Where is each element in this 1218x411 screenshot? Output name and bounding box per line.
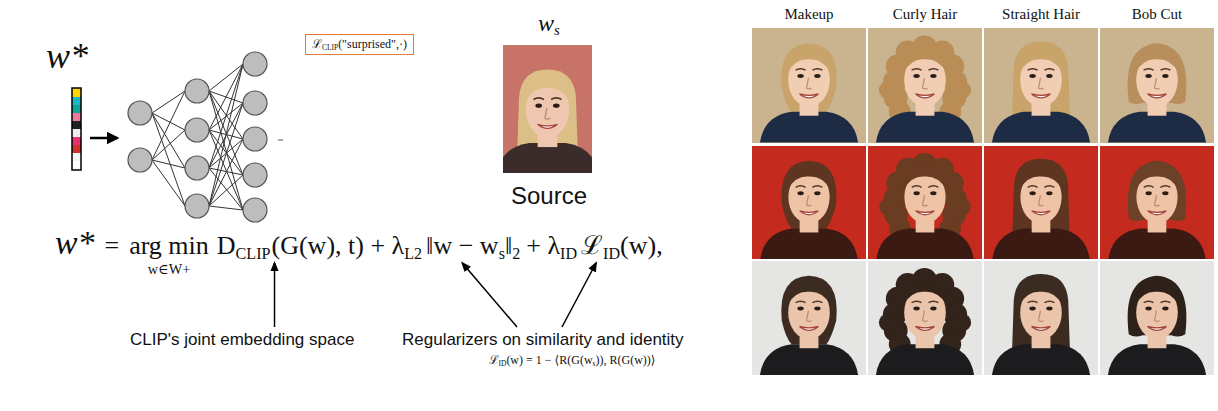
result-grid	[752, 28, 1214, 375]
objective-equation-text: =	[104, 231, 119, 260]
loss-text: ℒ	[312, 37, 322, 51]
input-arrow	[90, 137, 117, 140]
leader-arrow	[462, 263, 517, 327]
network-neurons	[128, 52, 267, 222]
loss-text: CLIP	[322, 43, 338, 52]
latent-label-text: w*	[46, 36, 88, 76]
annotation-text: CLIP's joint embedding space	[130, 330, 354, 349]
loss-box: ℒCLIP("surprised",·)	[305, 34, 414, 55]
source-latent-text: s	[554, 22, 560, 38]
objective-equation-text: ℒ	[581, 231, 603, 260]
objective-equation-text: ‖	[505, 231, 512, 260]
loss-text: ("surprised",·)	[338, 37, 407, 51]
objective-equation-text: ‖w − w	[426, 231, 499, 260]
identity-loss-formula-text: s	[593, 359, 596, 368]
identity-loss-formula-text: )), R(G(w))⟩	[595, 353, 655, 367]
operator: arg minw∈W+	[129, 231, 209, 276]
network-links	[152, 64, 243, 210]
identity-loss-formula-text: (w) = 1 − ⟨R(G(w	[506, 353, 592, 367]
objective-equation-text: ID	[560, 245, 577, 262]
identity-loss-formula: ℒID(w) = 1 − ⟨R(G(ws)), R(G(w))⟩	[489, 354, 656, 368]
leader-arrow	[562, 263, 596, 327]
source-latent-text: w	[538, 10, 554, 36]
objective-equation-text: 2	[512, 245, 520, 262]
dash	[278, 140, 283, 141]
column-header: Makeup	[784, 6, 833, 23]
objective-equation-text: ID	[603, 245, 620, 262]
objective-equation-text: w*	[55, 224, 94, 261]
column-header-text: Makeup	[784, 6, 833, 22]
annotation: Regularizers on similarity and identity	[402, 330, 684, 350]
objective-equation-text: (w),	[620, 231, 663, 260]
objective-equation: w* = arg minw∈W+ DCLIP(G(w), t) + λL2‖w − w…	[55, 224, 663, 276]
column-header-text: Bob Cut	[1132, 6, 1182, 22]
objective-equation-text: + λ	[526, 231, 560, 260]
column-header: Straight Hair	[1002, 6, 1080, 23]
identity-loss-formula-text: ID	[499, 359, 507, 368]
annotation-text: Regularizers on similarity and identity	[402, 330, 684, 349]
column-header-text: Straight Hair	[1002, 6, 1080, 22]
objective-equation-text: L2	[404, 245, 422, 262]
column-header-text: Curly Hair	[893, 6, 958, 22]
source-photo	[503, 45, 592, 173]
objective-equation-text: D	[217, 231, 236, 260]
annotation: CLIP's joint embedding space	[130, 330, 354, 350]
column-header: Curly Hair	[893, 6, 958, 23]
column-header: Bob Cut	[1132, 6, 1182, 23]
source-latent: ws	[538, 10, 560, 38]
objective-equation-text: CLIP	[236, 245, 271, 262]
source-caption-text: Source	[511, 182, 587, 209]
objective-equation-text: (G(w), t) + λ	[272, 231, 405, 260]
objective-equation-text: s	[499, 245, 505, 262]
leader-arrow	[274, 263, 276, 327]
identity-loss-formula-text: ℒ	[489, 353, 499, 367]
source-caption: Source	[511, 182, 587, 210]
equation-subscript: w∈W+	[148, 262, 190, 276]
latent-vector	[72, 88, 81, 170]
latent-label: w*	[46, 36, 88, 77]
equation-text: arg min	[129, 231, 209, 261]
